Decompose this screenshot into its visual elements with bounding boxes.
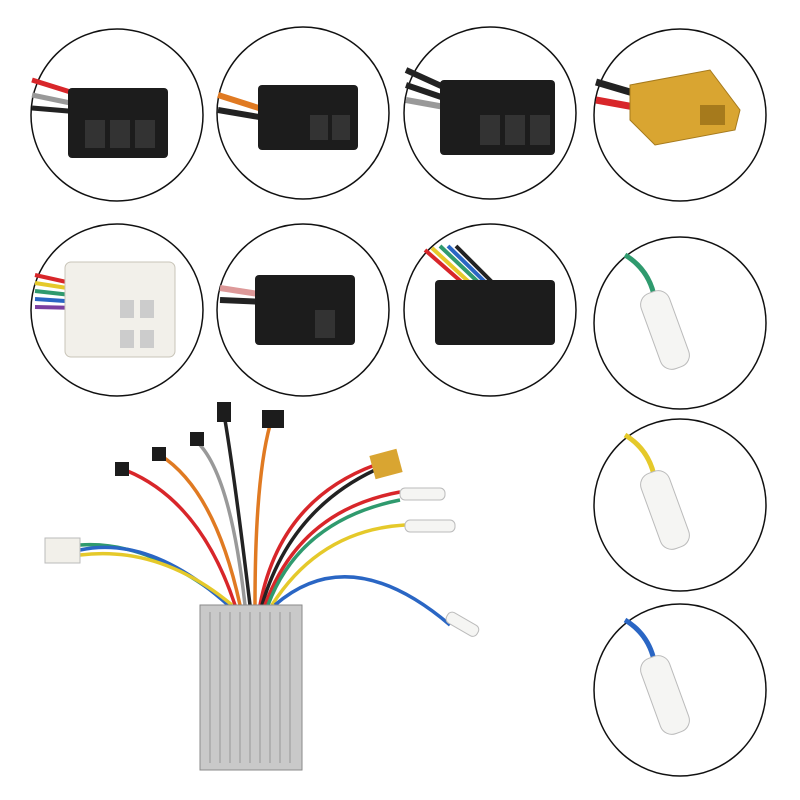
6-pin-white-connector <box>34 261 176 358</box>
yellow-wire-bullet-connector <box>623 432 690 550</box>
mini-black-connector-4 <box>217 402 231 422</box>
mini-black-connector-5 <box>262 410 284 428</box>
mini-bullet-yellow <box>404 519 456 533</box>
motor-controller-box <box>199 604 303 771</box>
mini-white-connector <box>44 537 81 564</box>
green-wire-bullet-connector <box>623 252 690 370</box>
mini-bullet-blue <box>445 611 480 637</box>
detail-circle-10 <box>593 603 767 777</box>
controller-wires <box>79 419 452 627</box>
5-pin-black-connector <box>423 244 555 345</box>
mini-black-connector-1 <box>115 462 129 476</box>
2-pin-black-connector <box>217 85 358 150</box>
blue-wire-bullet-connector <box>623 617 690 735</box>
mini-bullet-green <box>399 487 446 501</box>
mini-black-connector-2 <box>152 447 166 461</box>
2-pin-black-connector-b <box>219 275 355 345</box>
3-pin-black-connector <box>31 77 168 158</box>
detail-circle-9 <box>593 418 767 592</box>
3-pin-black-connector-b <box>404 67 555 155</box>
xt60-yellow-connector <box>595 69 741 146</box>
mini-black-connector-3 <box>190 432 204 446</box>
detail-circle-8 <box>593 236 767 410</box>
mini-xt60-connector <box>369 448 403 480</box>
